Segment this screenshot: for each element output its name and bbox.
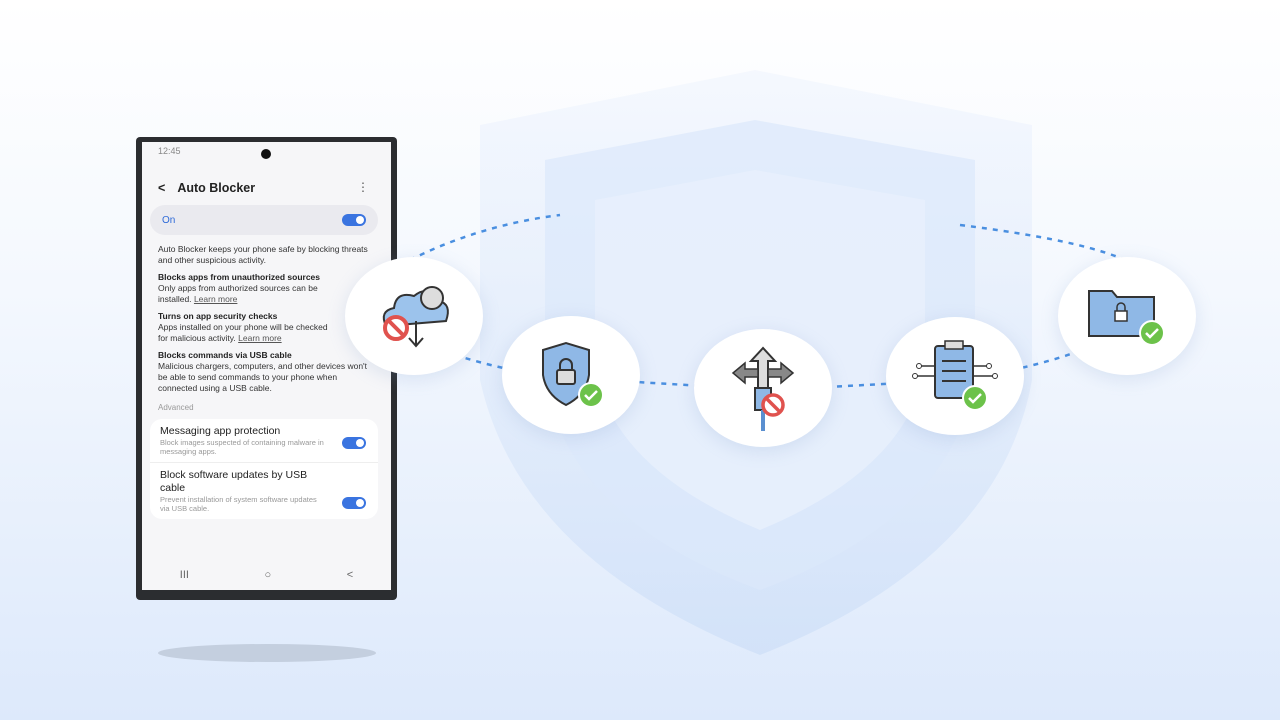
back-button[interactable]: < bbox=[346, 569, 354, 581]
feature-desc: Apps installed on your phone will be che… bbox=[158, 322, 328, 343]
usb-arrows-blocked-icon bbox=[731, 346, 795, 431]
toggle-label: On bbox=[162, 214, 176, 226]
shield-lock-check-icon bbox=[542, 341, 604, 408]
circle-usb-block bbox=[694, 329, 832, 447]
setting-desc: Prevent installation of system software … bbox=[160, 495, 317, 513]
feature-title: Blocks commands via USB cable bbox=[158, 350, 292, 360]
clipboard-circuit-check-icon bbox=[912, 340, 998, 411]
feature-title: Turns on app security checks bbox=[158, 311, 278, 321]
page-title: Auto Blocker bbox=[177, 181, 256, 195]
phone: 12:45 < Auto Blocker ⋮ On Auto Blocker ke… bbox=[136, 137, 397, 600]
feature-desc: Only apps from authorized sources can be… bbox=[158, 283, 318, 304]
cloud-skull-blocked-icon bbox=[382, 286, 449, 348]
feature-desc: Malicious chargers, computers, and other… bbox=[158, 361, 368, 393]
setting-toggle[interactable] bbox=[342, 437, 366, 449]
nav-bar: III ○ < bbox=[142, 560, 391, 590]
auto-blocker-toggle-row[interactable]: On bbox=[150, 205, 378, 235]
learn-more-link[interactable]: Learn more bbox=[238, 333, 282, 343]
circle-secure-folder bbox=[1058, 257, 1196, 375]
setting-toggle[interactable] bbox=[342, 497, 366, 509]
more-options-icon[interactable]: ⋮ bbox=[357, 180, 369, 194]
intro-text: Auto Blocker keeps your phone safe by bl… bbox=[158, 244, 368, 265]
feature-title: Blocks apps from unauthorized sources bbox=[158, 272, 321, 282]
learn-more-link[interactable]: Learn more bbox=[193, 294, 238, 304]
status-time: 12:45 bbox=[158, 146, 181, 156]
advanced-label: Advanced bbox=[158, 403, 194, 412]
auto-blocker-toggle[interactable] bbox=[342, 214, 366, 226]
phone-shadow bbox=[158, 644, 376, 662]
settings-content: Auto Blocker keeps your phone safe by bl… bbox=[150, 244, 378, 519]
home-button[interactable]: ○ bbox=[264, 569, 272, 581]
setting-title: Block software updates by USB cable bbox=[160, 469, 308, 494]
circle-clipboard-check bbox=[886, 317, 1024, 435]
setting-desc: Block images suspected of containing mal… bbox=[160, 438, 324, 456]
setting-title: Messaging app protection bbox=[160, 425, 281, 437]
back-icon[interactable]: < bbox=[158, 181, 166, 195]
recents-button[interactable]: III bbox=[179, 569, 189, 581]
circle-cloud-threat bbox=[345, 257, 483, 375]
circle-security-check bbox=[502, 316, 640, 434]
folder-lock-check-icon bbox=[1088, 290, 1165, 346]
phone-screen: 12:45 < Auto Blocker ⋮ On Auto Blocker ke… bbox=[142, 142, 391, 590]
camera-hole bbox=[261, 149, 271, 159]
